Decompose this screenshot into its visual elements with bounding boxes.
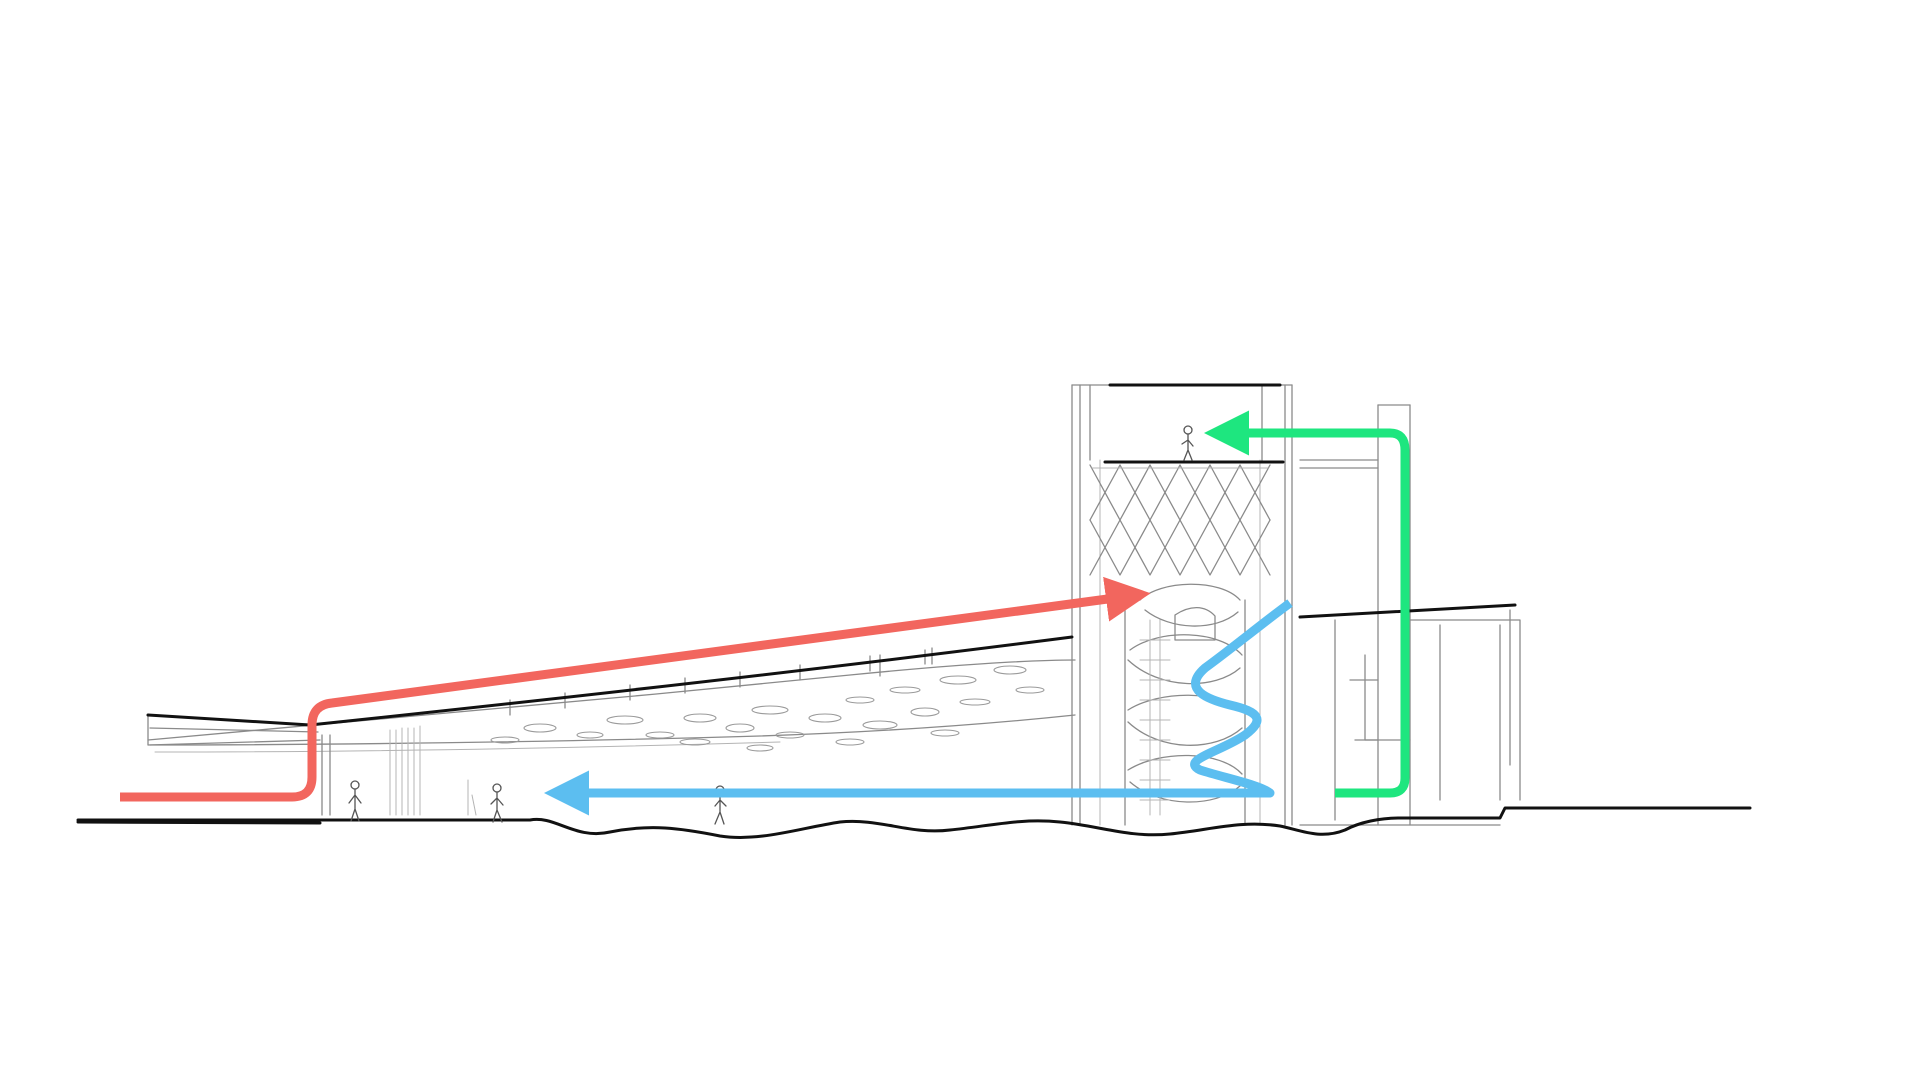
diagrid-band	[1089, 464, 1271, 576]
ramp-structure	[147, 647, 1076, 816]
green-route-arrow	[1204, 410, 1410, 798]
blue-route-arrow	[544, 599, 1293, 816]
flow-routes	[120, 410, 1410, 816]
ink-outlines	[76, 383, 1752, 839]
people	[348, 425, 1194, 825]
person-figure	[490, 783, 504, 823]
red-route-arrow	[120, 576, 1151, 802]
person-figure	[348, 780, 362, 822]
spiral-stair	[1127, 583, 1243, 816]
tower	[1071, 384, 1521, 826]
ramp-spots	[490, 665, 1045, 752]
person-figure	[1181, 425, 1194, 461]
hatched-wall	[389, 725, 421, 816]
